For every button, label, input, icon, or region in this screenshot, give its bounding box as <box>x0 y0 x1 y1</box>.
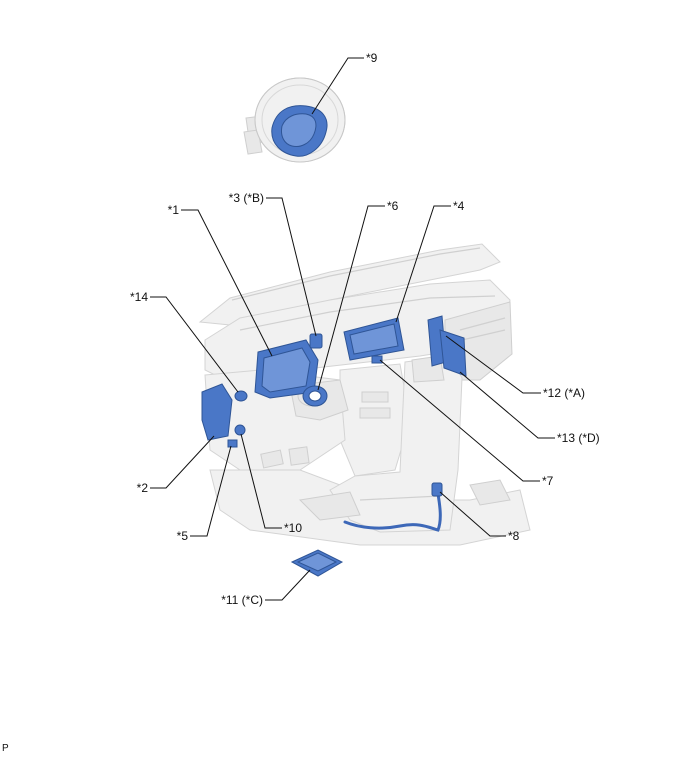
leader-6 <box>317 205 385 391</box>
steering-pad-switch-9 <box>271 105 328 157</box>
leader-10 <box>240 433 282 529</box>
callout-8: *8 <box>508 529 520 543</box>
ecu-11-top <box>296 552 338 572</box>
leader-7 <box>379 359 540 482</box>
ecu-13 <box>439 329 467 377</box>
cabin-illustration <box>198 243 531 546</box>
connector-7 <box>371 355 383 364</box>
figure-code: P <box>2 743 9 754</box>
leader-13 <box>459 371 555 439</box>
callout-4: *4 <box>453 199 465 213</box>
combination-meter-face <box>261 347 311 393</box>
leader-9 <box>311 57 364 115</box>
ecu-2 <box>201 383 233 441</box>
leader-14 <box>150 296 239 393</box>
callout-6: *6 <box>387 199 399 213</box>
leader-12 <box>445 335 541 394</box>
sensor-14 <box>234 390 248 402</box>
callout-7: *7 <box>542 474 554 488</box>
leader-1 <box>181 209 273 357</box>
callout-9: *9 <box>366 51 378 65</box>
leader-3 <box>266 197 317 337</box>
leader-5 <box>190 445 232 537</box>
callout-5: *5 <box>177 529 189 543</box>
callout-2: *2 <box>137 481 149 495</box>
callout-1: *1 <box>168 203 180 217</box>
switch-3 <box>309 333 323 349</box>
leader-11 <box>265 569 311 601</box>
leader-4 <box>395 205 451 323</box>
leader-2 <box>150 435 215 489</box>
callout-14: *14 <box>130 290 148 304</box>
sensor-10 <box>234 424 246 436</box>
harness-8 <box>343 492 442 532</box>
callout-11: *11 (*C) <box>221 593 263 607</box>
display-4-screen <box>349 323 399 355</box>
spiral-cable-hub <box>308 390 322 402</box>
callout-10: *10 <box>284 521 302 535</box>
callout-12: *12 (*A) <box>543 386 585 400</box>
callout-3: *3 (*B) <box>229 191 264 205</box>
leader-8 <box>439 491 506 537</box>
connector-5 <box>227 439 238 448</box>
connector-8 <box>431 482 443 497</box>
callout-13: *13 (*D) <box>557 431 600 445</box>
